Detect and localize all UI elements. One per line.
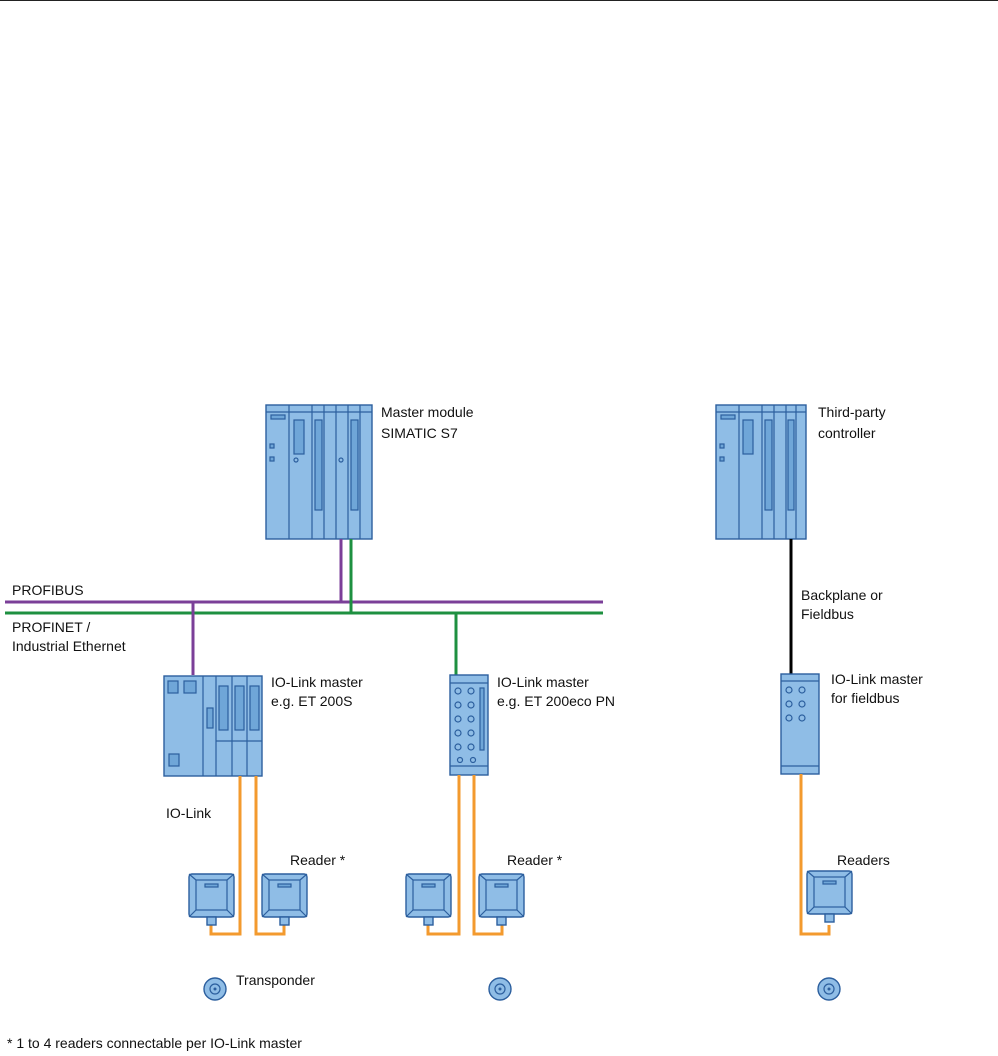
transponder-label: Transponder <box>236 972 315 988</box>
et200s-label-2: e.g. ET 200S <box>271 693 352 709</box>
third-party-label-2: controller <box>818 425 876 441</box>
reader-icon <box>807 871 852 922</box>
transponder-icon <box>489 978 511 1000</box>
transponder-icon <box>818 978 840 1000</box>
third-party-label-1: Third-party <box>818 404 886 420</box>
et200eco-io-link-master-icon <box>450 675 488 775</box>
et200s-io-link-master-icon <box>164 676 262 776</box>
backplane-label-1: Backplane or <box>801 587 883 603</box>
profibus-label: PROFIBUS <box>12 582 84 598</box>
profinet-label-2: Industrial Ethernet <box>12 638 126 654</box>
et200eco-label-2: e.g. ET 200eco PN <box>497 693 615 709</box>
et200s-label-1: IO-Link master <box>271 674 363 690</box>
reader-label-2: Reader * <box>507 852 563 868</box>
fieldbus-label-1: IO-Link master <box>831 671 923 687</box>
profinet-label-1: PROFINET / <box>12 619 90 635</box>
backplane-label-2: Fieldbus <box>801 606 854 622</box>
reader-icon <box>479 874 524 925</box>
readers-label: Readers <box>837 852 890 868</box>
third-party-controller-icon <box>716 405 806 539</box>
et200eco-label-1: IO-Link master <box>497 674 589 690</box>
io-link-label: IO-Link <box>166 805 212 821</box>
fieldbus-label-2: for fieldbus <box>831 690 899 706</box>
simatic-s7-controller-icon <box>266 405 372 539</box>
master-module-label-1: Master module <box>381 404 474 420</box>
reader-icon <box>189 874 234 925</box>
reader-icon <box>406 874 451 925</box>
footnote: * 1 to 4 readers connectable per IO-Link… <box>7 1035 302 1051</box>
transponder-icon <box>204 978 226 1000</box>
reader-label-1: Reader * <box>290 852 346 868</box>
fieldbus-io-link-master-icon <box>781 674 819 774</box>
reader-icon <box>262 874 307 925</box>
master-module-label-2: SIMATIC S7 <box>381 425 458 441</box>
